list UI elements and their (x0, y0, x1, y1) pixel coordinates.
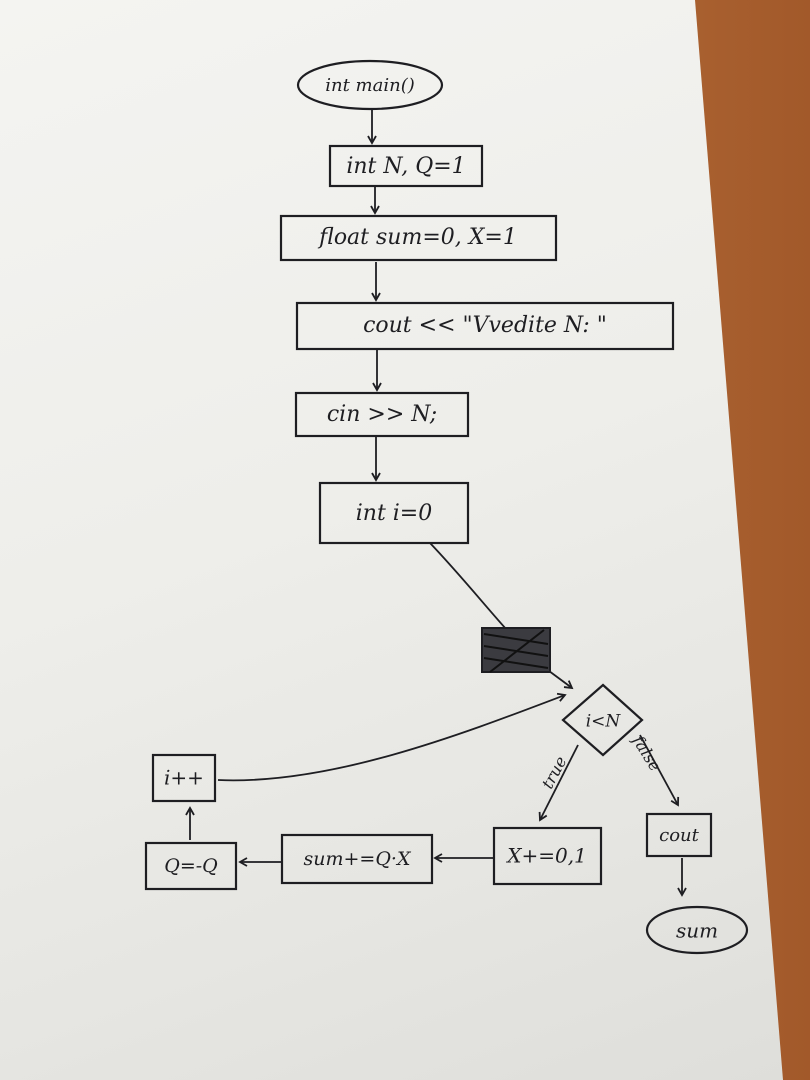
node-decl-int: int N, Q=1 (328, 144, 484, 188)
node-init-i: int i=0 (318, 481, 470, 545)
edge-true-branch (538, 744, 579, 822)
edges (185, 108, 687, 897)
label-q-flip: Q=-Q (164, 855, 218, 877)
label-decl-int: int N, Q=1 (346, 154, 465, 179)
node-output: cout (645, 812, 713, 858)
edge-false-branch (639, 734, 680, 807)
label-x-inc: X+=0,1 (505, 844, 587, 868)
label-start: int main() (325, 75, 415, 96)
label-end: sum (676, 919, 718, 943)
label-prompt: cout << "Vvedite N: " (363, 313, 607, 338)
node-q-flip: Q=-Q (144, 841, 238, 891)
node-i-inc: i++ (151, 753, 217, 803)
node-end: sum (645, 905, 749, 955)
node-input: cin >> N; (294, 391, 470, 438)
label-decl-float: float sum=0, X=1 (317, 225, 517, 250)
edge-label-false: false (628, 731, 665, 774)
label-output: cout (659, 825, 700, 846)
label-sum-update: sum+=Q·X (304, 848, 412, 870)
node-x-inc: X+=0,1 (492, 826, 603, 886)
node-sum-update: sum+=Q·X (280, 833, 434, 885)
node-condition: i<N (561, 683, 644, 757)
node-start: int main() (296, 59, 444, 111)
node-prompt: cout << "Vvedite N: " (295, 301, 675, 351)
node-decl-float: float sum=0, X=1 (279, 214, 558, 262)
label-input: cin >> N; (327, 402, 437, 427)
edge-loop-back (217, 692, 567, 782)
label-init-i: int i=0 (356, 501, 433, 526)
label-i-inc: i++ (164, 766, 204, 790)
label-condition: i<N (586, 712, 622, 732)
crossed-out-scribble (481, 627, 551, 673)
edge-label-true: true (538, 753, 571, 792)
